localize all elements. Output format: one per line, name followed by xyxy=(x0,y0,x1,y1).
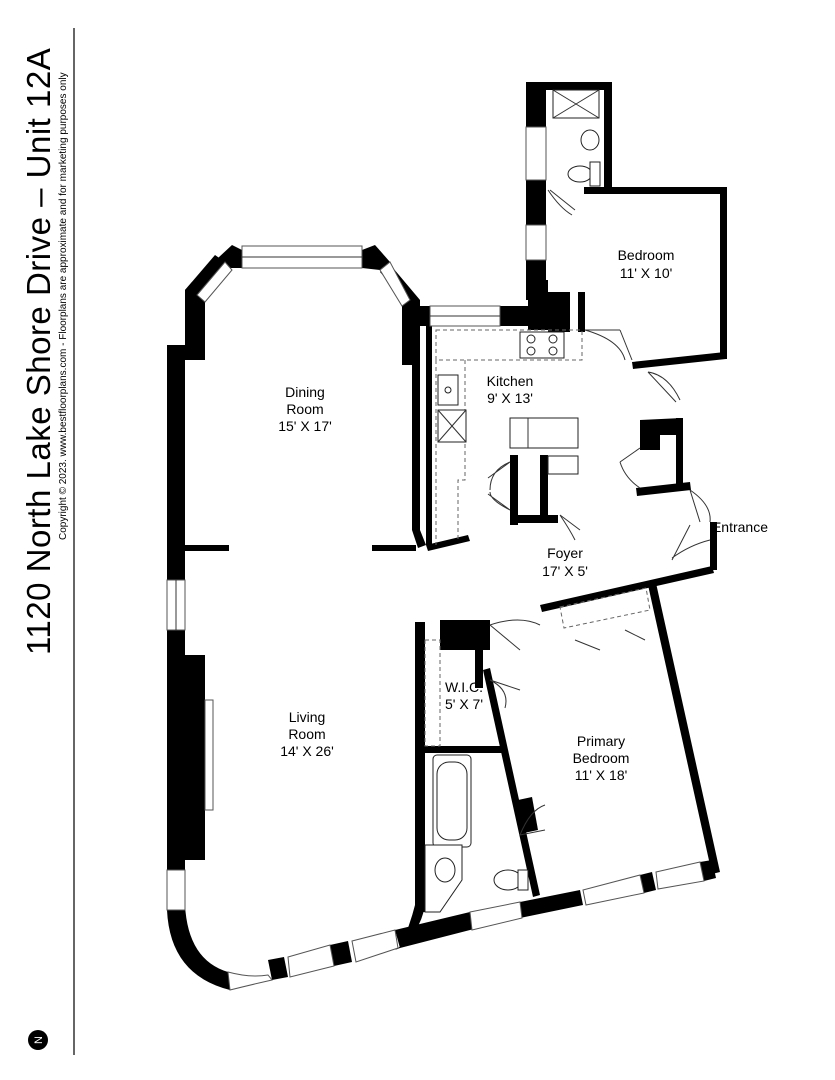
room-labels: Dining Room 15' X 17' Kitchen 9' X 13' B… xyxy=(278,247,768,783)
stove-icon xyxy=(519,331,565,359)
kitchen-sink-icon xyxy=(437,374,459,406)
foyer-dims: 17' X 5' xyxy=(542,563,588,579)
kitchen-fixtures xyxy=(435,329,583,545)
walls xyxy=(167,82,727,990)
wic-label: W.I.C. xyxy=(445,679,483,695)
primary-east-wall xyxy=(648,583,720,874)
copyright-note: Copyright © 2023. www.bestfloorplans.com… xyxy=(58,72,69,540)
compass-label: N xyxy=(33,1036,45,1044)
toilet-icon xyxy=(567,165,593,183)
bay-corner-right xyxy=(362,245,390,270)
bay-diagonal-left xyxy=(185,255,225,295)
compass-icon: N xyxy=(28,1030,48,1050)
bedroom-label: Bedroom xyxy=(618,247,675,263)
bath-fixtures xyxy=(424,89,651,913)
primary-sink-icon xyxy=(434,857,456,883)
primary-bedroom-label-2: Bedroom xyxy=(573,750,630,766)
primary-bedroom-dims: 11' X 18' xyxy=(575,767,628,783)
refrigerator-icon xyxy=(509,417,579,449)
living-west-wall xyxy=(167,630,205,870)
primary-bedroom-label-1: Primary xyxy=(577,733,625,749)
living-room-label-1: Living xyxy=(289,709,326,725)
dining-east-wall xyxy=(402,300,426,548)
entrance-label: Entrance xyxy=(712,519,768,535)
dining-room-label-2: Room xyxy=(286,401,323,417)
doors xyxy=(489,189,711,836)
bay-corner-left xyxy=(218,245,242,268)
dining-west-wall xyxy=(167,282,205,580)
kitchen-dims: 9' X 13' xyxy=(487,390,533,406)
bath-sink-icon xyxy=(580,129,600,151)
title-band: 1120 North Lake Shore Drive – Unit 12A C… xyxy=(20,28,75,1055)
windows xyxy=(166,126,705,991)
living-room-label-2: Room xyxy=(288,726,325,742)
dining-room-dims: 15' X 17' xyxy=(278,418,332,434)
dining-room-label-1: Dining xyxy=(285,384,325,400)
foyer-label: Foyer xyxy=(547,545,583,561)
living-room-dims: 14' X 26' xyxy=(280,743,334,759)
wic-dims: 5' X 7' xyxy=(445,696,483,712)
bedroom-dims: 11' X 10' xyxy=(620,265,673,281)
kitchen-label: Kitchen xyxy=(487,373,534,389)
plan-title: 1120 North Lake Shore Drive – Unit 12A xyxy=(20,48,57,655)
